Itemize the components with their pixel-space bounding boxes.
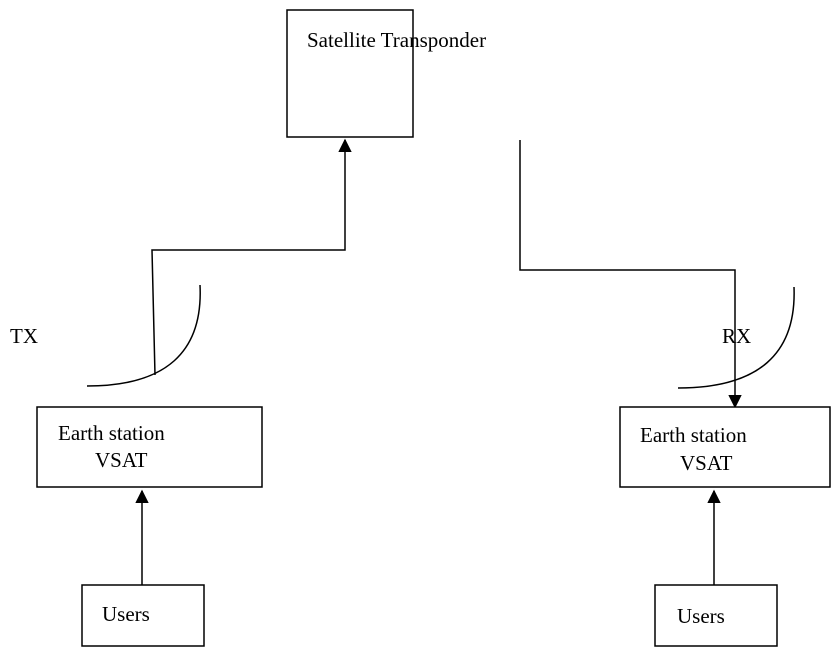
rx-label: RX <box>722 324 751 348</box>
rx-antenna-dish <box>677 286 795 389</box>
satellite-transponder-label: Satellite Transponder <box>307 28 486 52</box>
right-users-label: Users <box>677 604 725 628</box>
left-users-label: Users <box>102 602 150 626</box>
left-users-box <box>81 584 205 647</box>
left-earth-station-label: Earth station <box>58 421 165 445</box>
tx-label: TX <box>10 324 38 348</box>
tx-antenna-dish <box>86 284 201 387</box>
right-earth-station-box <box>619 406 831 488</box>
right-earth-station-label: Earth station <box>640 423 747 447</box>
left-earth-station-vsat-label: VSAT <box>95 448 148 472</box>
right-users-box <box>654 584 778 647</box>
right-earth-station-vsat-label: VSAT <box>680 451 733 475</box>
left-earth-station-box <box>36 406 263 488</box>
satellite-transponder-box <box>286 9 414 138</box>
uplink-connector <box>151 138 352 376</box>
downlink-connector <box>519 140 742 409</box>
